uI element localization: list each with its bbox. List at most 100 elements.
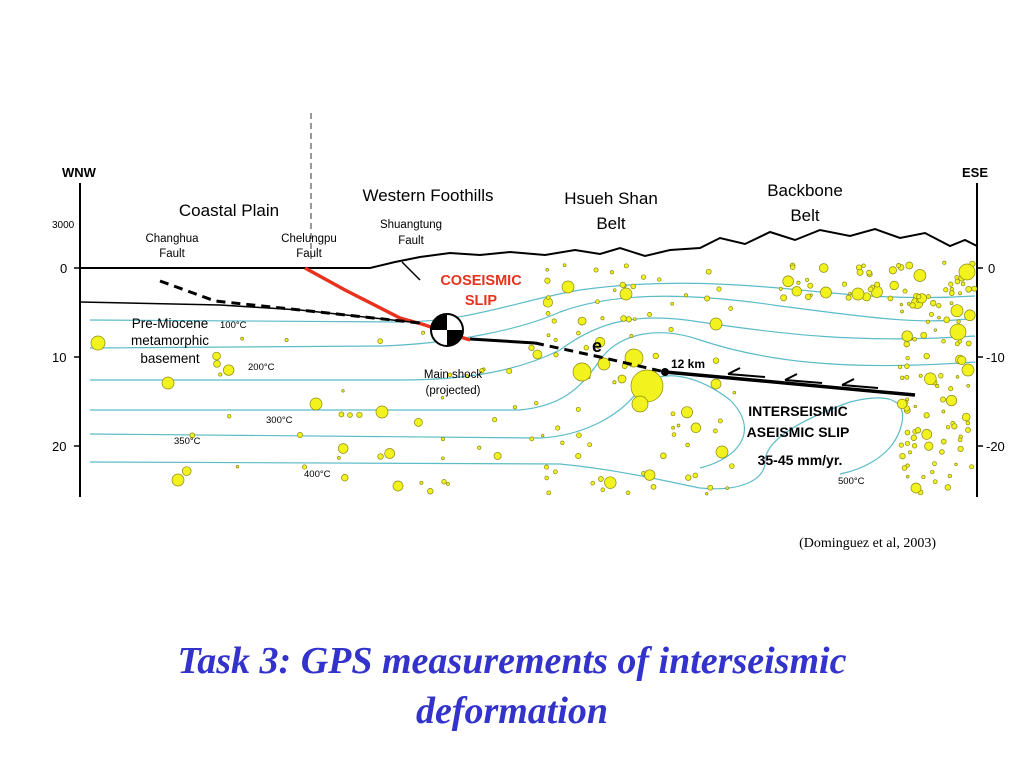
- earthquake-dot: [301, 464, 308, 470]
- earthquake-dot: [888, 266, 897, 275]
- earthquake-dot: [961, 363, 975, 377]
- earthquake-dot: [506, 368, 513, 375]
- earthquake-dot: [905, 261, 914, 270]
- direction-wnw: WNW: [62, 165, 97, 180]
- earthquake-dot: [212, 351, 221, 361]
- earthquake-dot: [375, 405, 389, 419]
- earthquake-dot: [954, 462, 958, 467]
- region-coastal-plain: Coastal Plain: [179, 201, 279, 220]
- earthquake-dot: [901, 330, 913, 342]
- earthquake-dot: [941, 338, 946, 344]
- earthquake-dot: [683, 293, 689, 298]
- earthquake-dot: [657, 277, 662, 282]
- depth-left-0: 0: [60, 261, 67, 276]
- earthquake-dot: [551, 318, 557, 324]
- topography-profile: [80, 227, 978, 269]
- slip-arrow: [784, 373, 823, 384]
- isotherm-line: [89, 282, 976, 323]
- depth-marker-label: 12 km: [671, 357, 705, 371]
- citation: (Dominguez et al, 2003): [799, 536, 936, 551]
- interseismic-label: INTERSEISMIC: [748, 403, 848, 419]
- isotherm-500: 500°C: [838, 476, 865, 487]
- earthquake-dot: [625, 316, 632, 323]
- earthquake-dot: [916, 294, 922, 300]
- earthquake-dot: [171, 473, 185, 487]
- earthquake-dot: [493, 451, 502, 460]
- earthquake-dot: [908, 450, 912, 455]
- earthquake-dot: [597, 357, 611, 371]
- earthquake-dot: [920, 331, 928, 339]
- earthquake-dot: [647, 312, 653, 317]
- earthquake-dot: [909, 302, 916, 309]
- earthquake-dot: [818, 263, 829, 273]
- isotherm-line: [89, 375, 745, 469]
- earthquake-dot: [950, 304, 964, 318]
- earthquake-dot: [512, 405, 517, 410]
- earthquake-dot: [546, 490, 552, 496]
- earthquake-dot: [338, 411, 345, 418]
- isotherm-100: 100°C: [220, 320, 247, 331]
- earthquake-dot: [848, 291, 852, 296]
- earthquake-dot: [904, 374, 910, 380]
- earthquake-dot: [889, 280, 899, 291]
- earthquake-dot: [924, 372, 937, 386]
- interseismic-label-2: ASEISMIC SLIP: [747, 424, 850, 440]
- earthquake-dot: [427, 488, 434, 495]
- earthquake-dot: [965, 340, 972, 347]
- earthquake-dot: [341, 474, 349, 482]
- fault-chelungpu: Chelungpu: [281, 233, 337, 245]
- earthquake-dot: [529, 436, 535, 442]
- earthquake-dot: [948, 281, 954, 287]
- earthquake-dot: [562, 263, 567, 268]
- earthquake-dot: [930, 469, 935, 475]
- slide-title-line-2: deformation: [415, 690, 609, 732]
- earthquake-dot: [227, 414, 232, 419]
- elevation-label: 3000: [52, 220, 75, 231]
- earthquake-dot: [904, 429, 911, 436]
- earthquake-dot: [629, 334, 634, 338]
- earthquake-dot: [725, 486, 729, 490]
- earthquake-dot: [594, 337, 606, 348]
- earthquake-dot: [914, 427, 922, 434]
- earthquake-dot: [660, 452, 667, 460]
- earthquake-dot: [900, 309, 904, 314]
- earthquake-dot: [924, 441, 934, 451]
- earthquake-dot: [623, 263, 629, 269]
- earthquake-dot: [583, 345, 589, 351]
- earthquake-dot: [587, 442, 593, 448]
- earthquake-dot: [709, 317, 723, 331]
- earthquake-dot: [937, 315, 941, 320]
- earthquake-dot: [477, 445, 482, 450]
- earthquake-dot: [671, 425, 675, 430]
- earthquake-dot: [791, 286, 802, 297]
- earthquake-dot: [965, 420, 971, 426]
- depth-right-0: 0: [988, 261, 995, 276]
- earthquake-dot: [948, 290, 955, 296]
- earthquake-dot: [939, 449, 945, 455]
- earthquake-dot: [553, 352, 559, 358]
- earthquake-dot: [631, 395, 649, 413]
- earthquake-dot: [600, 487, 606, 493]
- earthquake-dot: [632, 317, 637, 321]
- earthquake-dot: [923, 352, 930, 360]
- earthquake-dot: [716, 286, 722, 292]
- earthquake-dot: [717, 418, 723, 424]
- earthquake-dot: [966, 383, 971, 388]
- depth-left-10: 10: [52, 350, 66, 365]
- earthquake-dot: [866, 269, 872, 276]
- earthquake-dot: [218, 372, 223, 377]
- earthquake-dot: [440, 437, 445, 442]
- depth-right-10: -10: [986, 350, 1005, 365]
- earthquake-dot: [685, 474, 692, 481]
- isotherm-350: 350°C: [174, 436, 201, 447]
- earthquake-dot: [575, 452, 582, 460]
- shuangtung-pointer: [401, 261, 421, 281]
- earthquake-dot: [223, 364, 235, 376]
- earthquake-dot: [337, 456, 341, 460]
- earthquake-dot: [845, 294, 852, 301]
- earthquake-dot: [710, 378, 722, 390]
- earthquake-dot: [897, 364, 903, 370]
- earthquake-dot: [929, 311, 934, 317]
- main-shock-label-2: (projected): [426, 385, 481, 397]
